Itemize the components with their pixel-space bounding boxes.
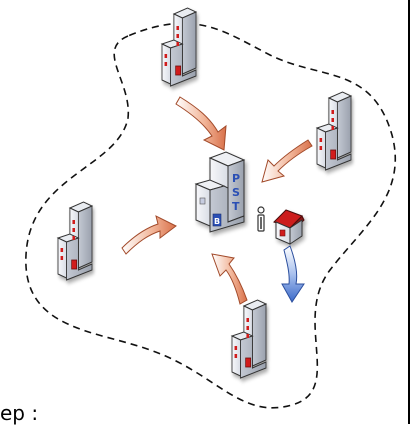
- arrow-icon-from-right: [261, 139, 313, 183]
- arrow-icon-from-left: [121, 215, 177, 255]
- hub-sign-letter-p: P: [232, 172, 240, 185]
- arrow-icon-house-to-bottom: [281, 245, 305, 303]
- office-building-icon-right: [316, 91, 352, 171]
- office-building-icon-bottom: [231, 299, 267, 379]
- office-building-icon-left: [57, 201, 93, 281]
- arrow-icon-from-bottom: [211, 253, 248, 305]
- caption-text: ep :: [0, 401, 39, 425]
- post-office-building-icon: P S T B: [194, 151, 246, 233]
- network-boundary: [25, 22, 397, 409]
- frame-border: [408, 0, 410, 424]
- house-icon: [273, 209, 305, 245]
- info-icon: [257, 206, 265, 232]
- hub-sign-letter-t: T: [232, 200, 240, 213]
- hub-door-letter: B: [214, 217, 220, 226]
- arrow-icon-from-top: [175, 96, 227, 151]
- hub-sign-letter-s: S: [232, 186, 240, 199]
- office-building-icon-top: [161, 7, 197, 87]
